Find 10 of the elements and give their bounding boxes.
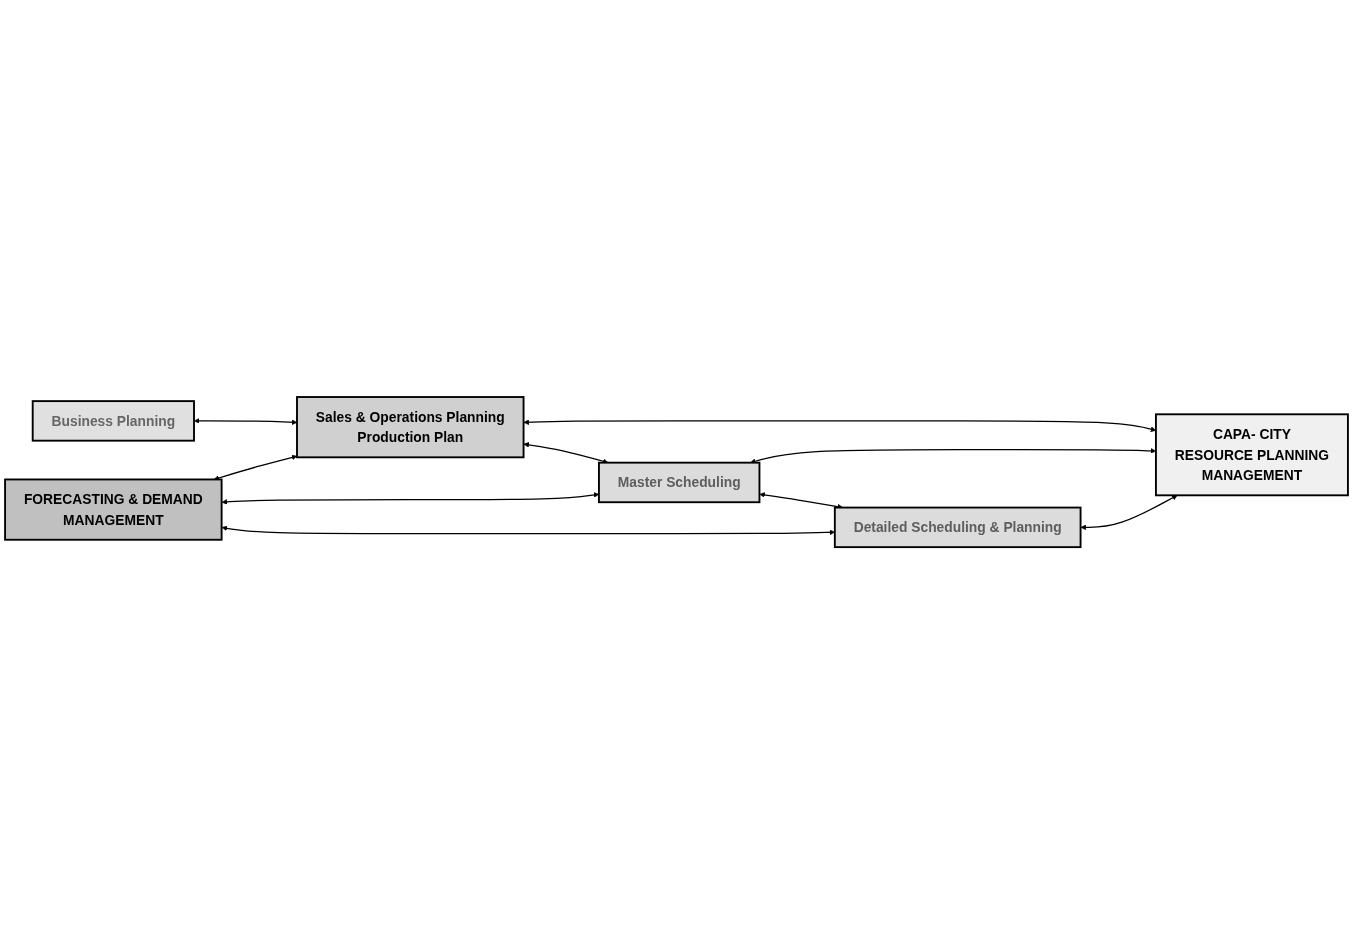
arrow (759, 492, 843, 510)
node-box: Business Planning (31, 400, 195, 442)
arrow (213, 454, 298, 481)
node-box: Sales & Operations Planning Production Plan (296, 396, 525, 459)
node-box: CAPA- CITY RESOURCE PLANNING MANAGEMENT (1155, 413, 1349, 497)
node-box: FORECASTING & DEMAND MANAGEMENT (4, 478, 223, 541)
node-box: Master Scheduling (598, 461, 761, 504)
node-box: Detailed Scheduling & Planning (833, 506, 1082, 548)
arrow (523, 442, 609, 464)
arrow (1080, 495, 1178, 531)
